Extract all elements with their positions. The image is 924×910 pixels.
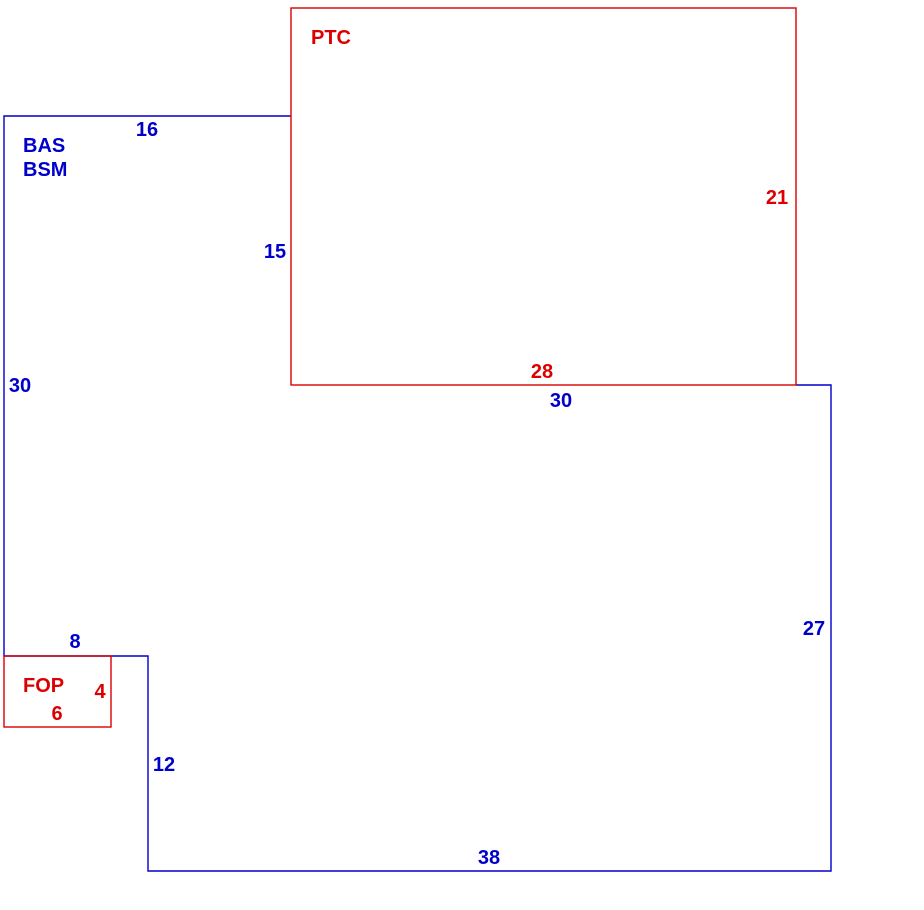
ptc-dimension-bottom: 28 (531, 361, 553, 383)
dimension-step-left: 12 (153, 754, 175, 776)
fop-area-outline (3, 655, 112, 728)
dimension-left: 30 (9, 375, 31, 397)
fop-dimension-right: 4 (94, 681, 106, 703)
dimension-top: 16 (136, 119, 158, 141)
fop-dimension-bottom: 6 (51, 703, 62, 725)
dimension-mid: 30 (550, 390, 572, 412)
main-area-label-line2: BSM (23, 159, 67, 181)
ptc-area-label: PTC (311, 27, 351, 49)
dimension-bottom: 38 (478, 847, 500, 869)
main-area-outline (3, 115, 832, 872)
dimension-step-top: 8 (69, 631, 80, 653)
main-area-label-line1: BAS (23, 135, 65, 157)
ptc-area-outline (290, 7, 797, 386)
dimension-inner-left: 15 (264, 241, 286, 263)
ptc-dimension-right: 21 (766, 187, 788, 209)
fop-area-label: FOP (23, 675, 64, 697)
dimension-right: 27 (803, 618, 825, 640)
